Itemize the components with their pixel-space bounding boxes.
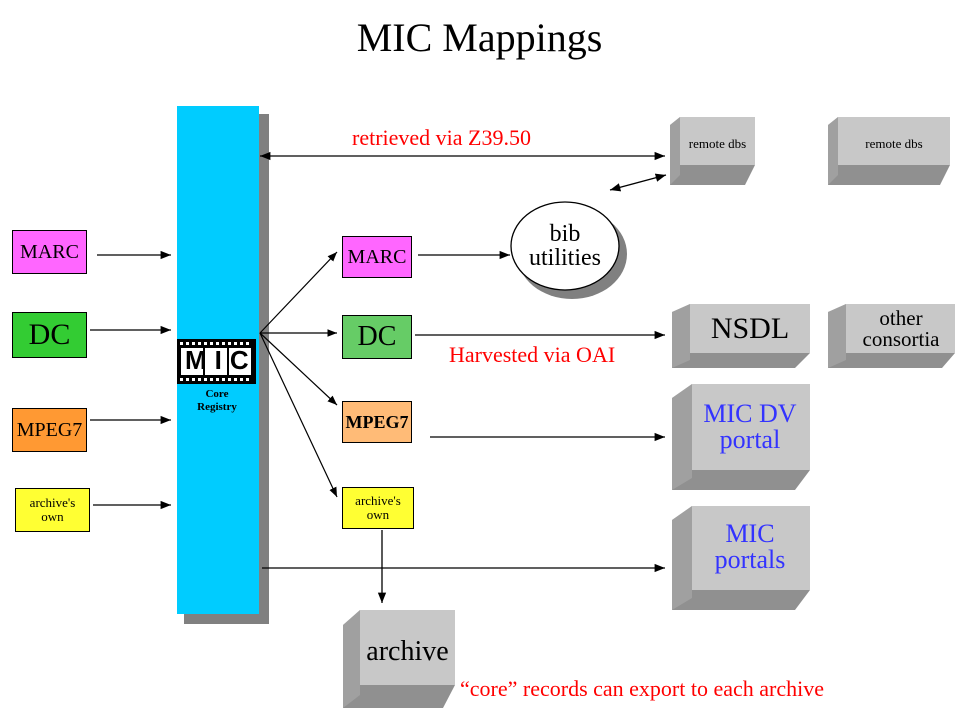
mic-portals-block: [672, 506, 810, 610]
nsdl-block: [672, 304, 810, 368]
output-mpeg7-box: MPEG7: [342, 401, 412, 443]
remote-dbs-2-label: remote dbs: [865, 135, 923, 151]
z3950-annotation: retrieved via Z39.50: [352, 125, 531, 150]
input-dc-box: DC: [12, 312, 87, 358]
bib-utilities-label: bib utilities: [529, 221, 601, 271]
remote-dbs-1-label: remote dbs: [688, 135, 747, 151]
remote-dbs-2-block: [828, 117, 950, 185]
to-mpeg7-out-arrow: [259, 332, 338, 406]
output-dc-box: DC: [342, 315, 412, 359]
mic-logo-icon: [177, 339, 256, 384]
mic-logo-text: MIC: [181, 345, 251, 375]
other-consortia-label: other consortia: [862, 306, 940, 351]
remote-dbs-1-block: [670, 117, 755, 185]
mic-portals-label: MIC portals: [714, 519, 786, 574]
nsdl-label: NSDL: [710, 312, 790, 345]
input-archives-own-box: archive's own: [15, 488, 90, 532]
mic-logo-letters: MIC: [185, 345, 257, 375]
input-mpeg7-box: MPEG7: [12, 408, 87, 452]
page-title: MIC Mappings: [356, 15, 603, 60]
mic-dv-portal-label: MIC DV portal: [703, 399, 797, 454]
to-archive-out-arrow: [259, 332, 338, 498]
archive-block: [343, 610, 455, 708]
core-registry-label: Core Registry: [197, 388, 237, 413]
output-archives-own-box: archive's own: [342, 487, 414, 529]
oai-annotation: Harvested via OAI: [449, 342, 616, 367]
export-annotation: “core” records can export to each archiv…: [460, 676, 824, 701]
archive-label: archive: [366, 636, 449, 667]
bib-to-remote-arrow: [609, 173, 667, 192]
to-marc-out-arrow: [259, 251, 338, 334]
input-marc-box: MARC: [12, 230, 87, 274]
other-consortia-block: [828, 304, 955, 368]
bib-utilities-circle: [510, 201, 620, 291]
output-marc-box: MARC: [342, 236, 412, 278]
mic-dv-portal-block: [672, 384, 810, 490]
